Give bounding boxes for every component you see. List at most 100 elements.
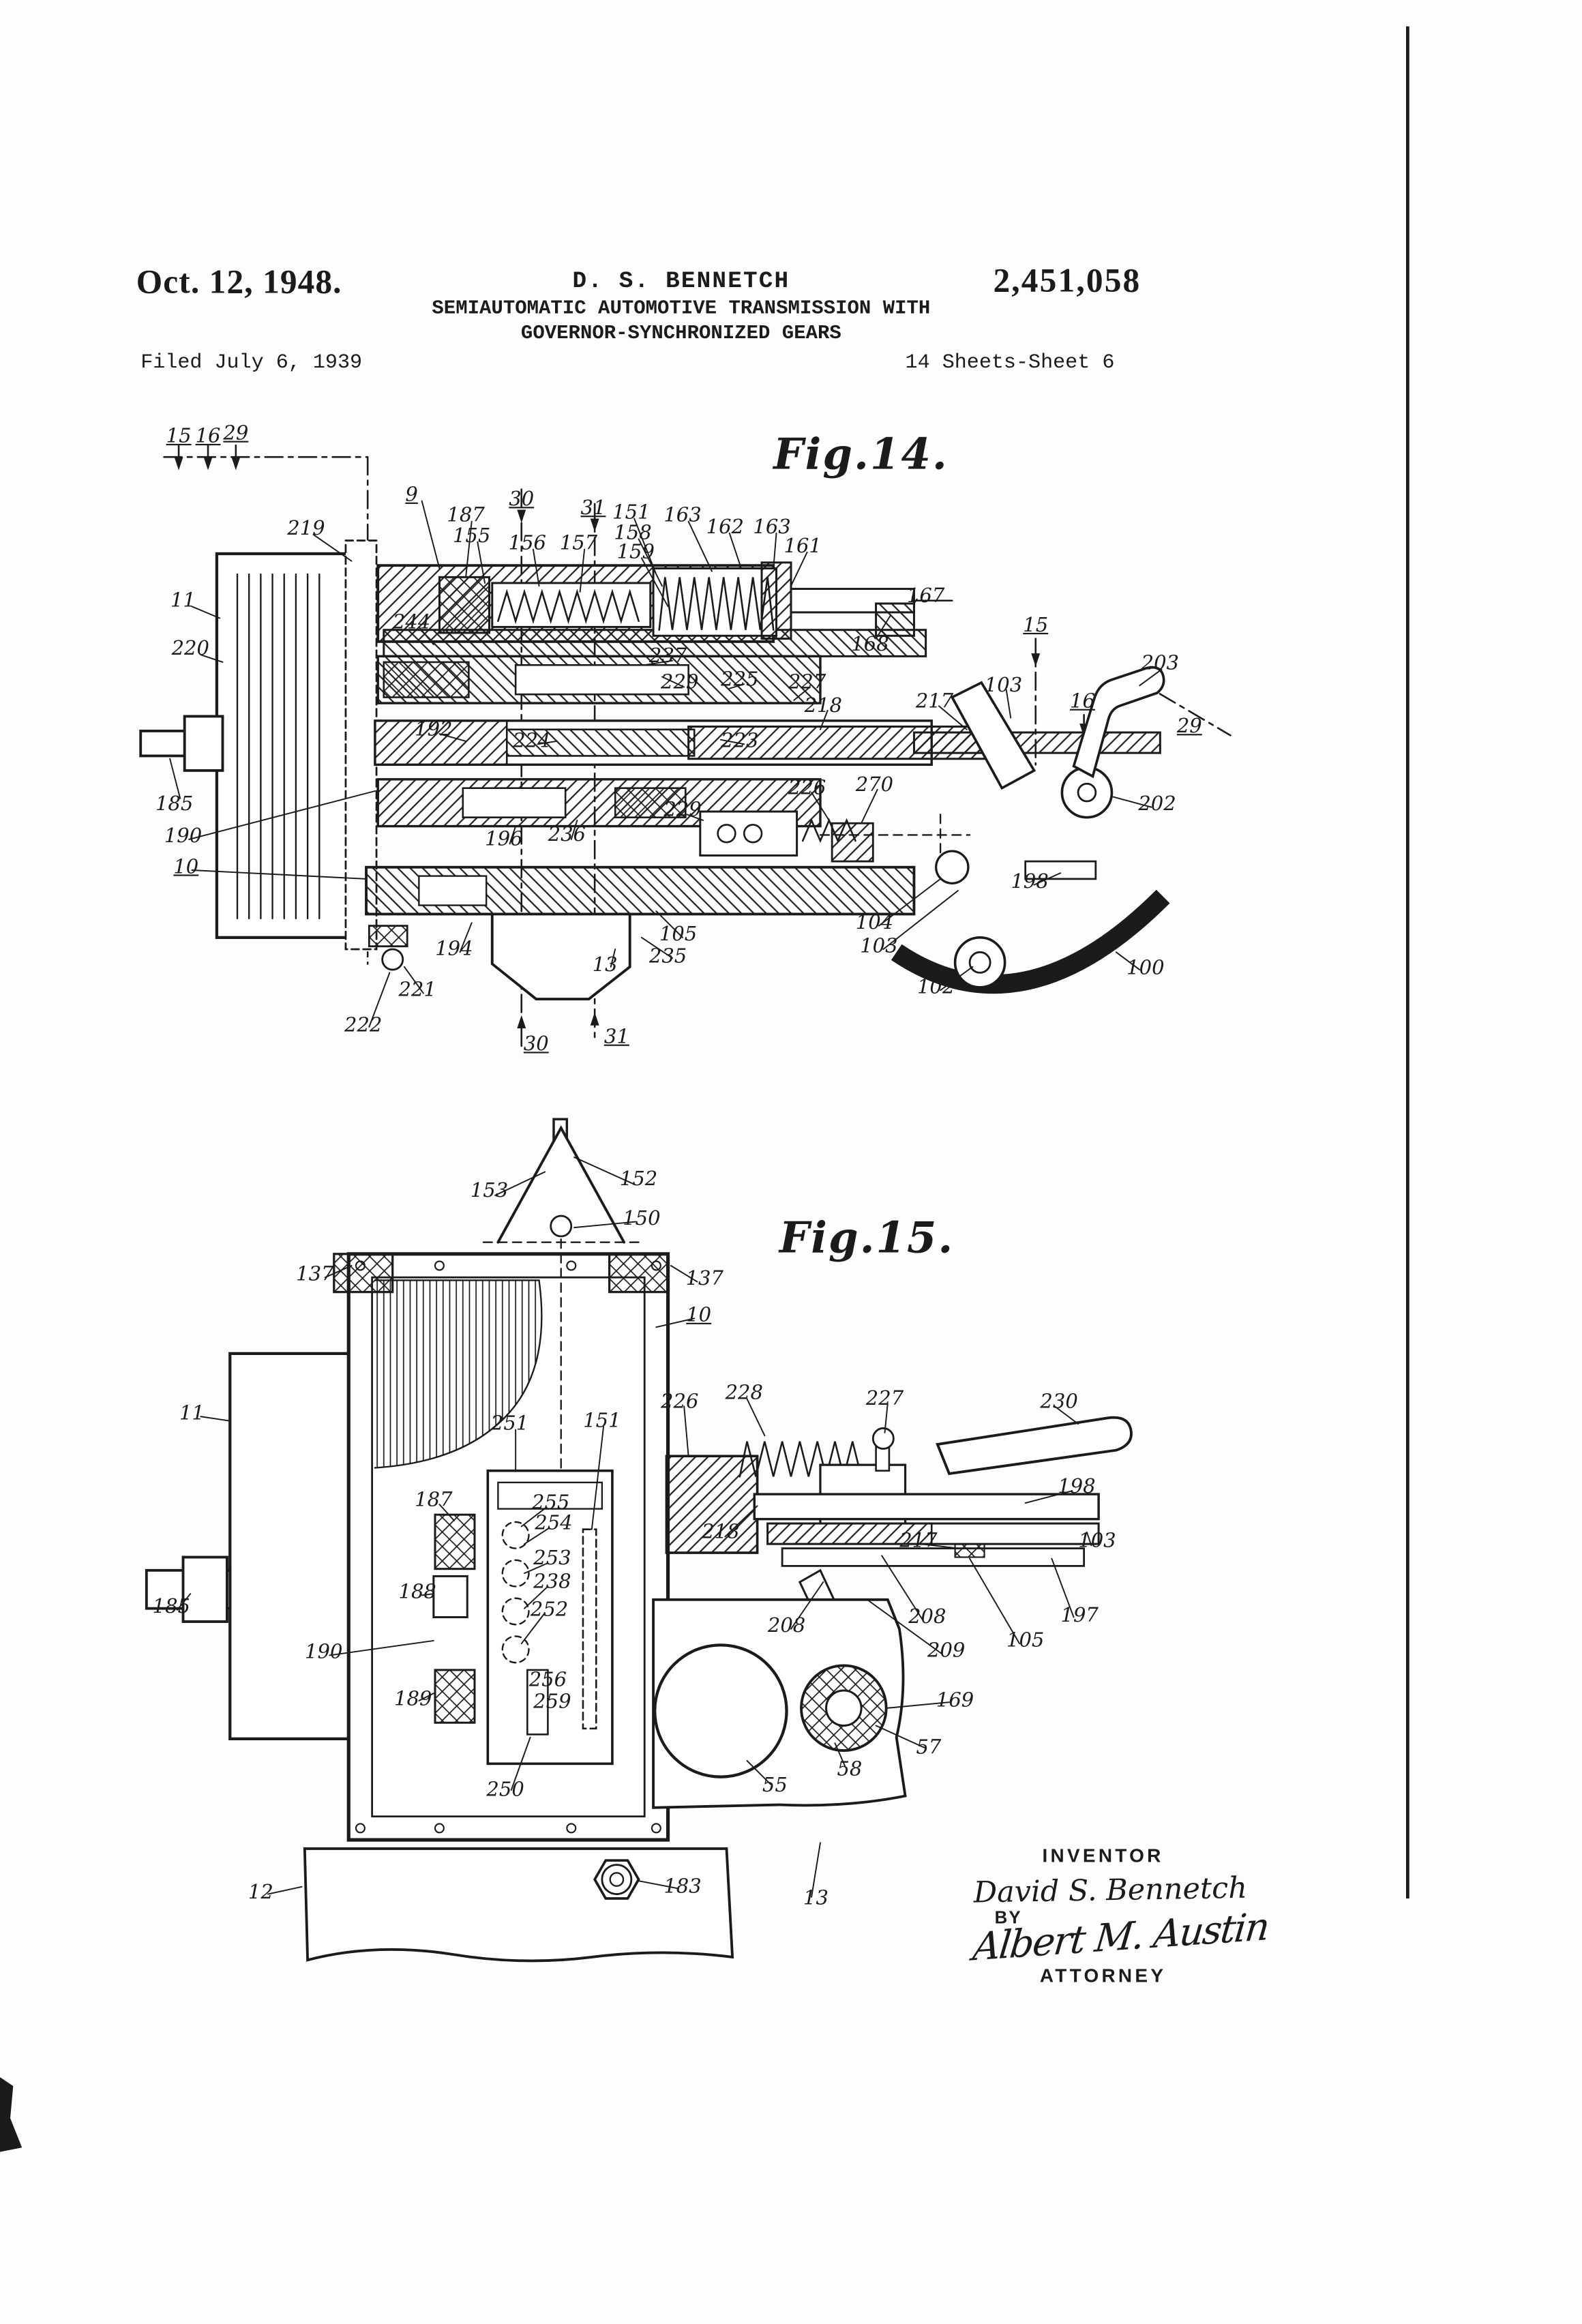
ref-label: 203 [1141,651,1180,676]
ref-label: 10 [686,1303,712,1328]
ref-label: 259 [533,1690,571,1714]
ref-label: 252 [530,1598,569,1622]
ref-label: 30 [523,1032,549,1056]
shift-linkage [819,666,1170,994]
ref-label: 158 [614,521,652,546]
ref-label: 219 [287,517,325,541]
ref-label: 185 [155,792,194,816]
ref-label: 230 [1040,1390,1078,1414]
ref-label: 30 [509,488,535,511]
ref-label: 163 [753,516,791,539]
gearcase-mid [365,655,1009,1000]
ref-label: 9 [405,483,418,507]
ref-label: 156 [508,531,547,556]
ref-label: 103 [860,934,898,958]
ref-label: 228 [725,1381,763,1405]
clutch-housing [139,539,408,971]
ref-label: 58 [837,1757,863,1782]
ref-label: 237 [648,644,687,668]
ref-label: 223 [721,729,759,754]
ref-label: 226 [788,776,826,800]
ref-label: 104 [855,911,894,935]
ref-label: 255 [532,1491,570,1515]
ref-label: 105 [659,923,698,947]
ref-label: 187 [447,503,485,528]
ref-label: 217 [899,1529,938,1553]
ref-label: 29 [1176,715,1202,739]
ref-label: 229 [661,670,699,695]
ref-label: 137 [685,1267,723,1291]
ref-label: 202 [1138,792,1176,816]
ref-label: 192 [415,717,453,741]
gearcase-upper [376,561,953,657]
ref-label: 183 [663,1875,702,1899]
ref-label: 13 [803,1886,829,1911]
ref-label: 244 [392,610,431,635]
patent-number: 2,451,058 [993,262,1141,299]
ref-label: 238 [533,1570,571,1594]
filed-date: Filed July 6, 1939 [140,351,363,375]
ref-label: 190 [305,1640,343,1665]
ref-label: 157 [559,531,598,556]
base-plate [303,1847,734,1963]
ref-label: 105 [1006,1628,1045,1653]
indicator-pointer [482,1118,646,1478]
ref-label: 254 [535,1511,573,1536]
ref-label: 16 [195,424,221,449]
ref-label: 161 [783,535,822,558]
ref-label: 187 [415,1488,453,1512]
ref-label: 151 [583,1409,621,1433]
selector-mechanism [432,1469,614,1766]
patent-title-line-2: GOVERNOR-SYNCHRONIZED GEARS [520,323,841,346]
ref-label: 15 [1023,614,1049,638]
ref-label: 227 [788,670,826,695]
ref-label: 251 [490,1412,529,1436]
ref-label: 235 [648,944,687,968]
ref-label: 16 [1070,689,1095,714]
ref-label: 218 [702,1520,740,1545]
ref-label: 169 [936,1688,974,1713]
section-arrows [174,457,1089,1029]
ref-label: 29 [223,421,249,446]
ref-label: 55 [762,1774,788,1798]
ref-label: 188 [398,1580,436,1605]
ref-label: 208 [767,1614,806,1638]
ref-label: 185 [152,1595,191,1619]
bell-crank [950,681,1036,790]
ref-label: 250 [486,1778,524,1802]
ref-label: 163 [663,503,702,528]
fig15-caption: Fig.15. [779,1212,955,1263]
ref-label: 209 [927,1639,966,1663]
governor-plate [652,1598,907,1809]
ref-label: 224 [513,729,551,754]
ref-label: 159 [616,540,655,565]
ref-label: 168 [851,633,889,657]
lever-handle [936,1416,1133,1476]
fig14-caption: Fig.14. [773,429,949,479]
ref-label: 190 [164,824,203,848]
ref-label: 197 [1060,1604,1099,1628]
fig15-drawing [145,1118,1133,1963]
ref-label: 218 [804,694,842,718]
ref-label: 189 [394,1687,432,1712]
ref-label: 222 [344,1013,383,1037]
ref-label: 152 [619,1167,658,1191]
ref-label: 100 [1126,956,1165,981]
hand-lever [1072,666,1165,779]
inventor-signature: David S. Bennetch [973,1869,1248,1910]
ref-label: 155 [453,524,491,548]
ref-label: 102 [916,975,955,1000]
ref-label: 270 [855,773,894,797]
ref-label: 150 [623,1207,661,1231]
ref-label: 167 [906,584,945,608]
ref-label: 15 [166,424,192,449]
inspection-opening [653,1643,788,1778]
ref-label: 236 [548,823,586,847]
ref-label: 208 [908,1605,946,1629]
ref-label: 162 [706,516,745,539]
ref-label: 256 [528,1668,567,1693]
